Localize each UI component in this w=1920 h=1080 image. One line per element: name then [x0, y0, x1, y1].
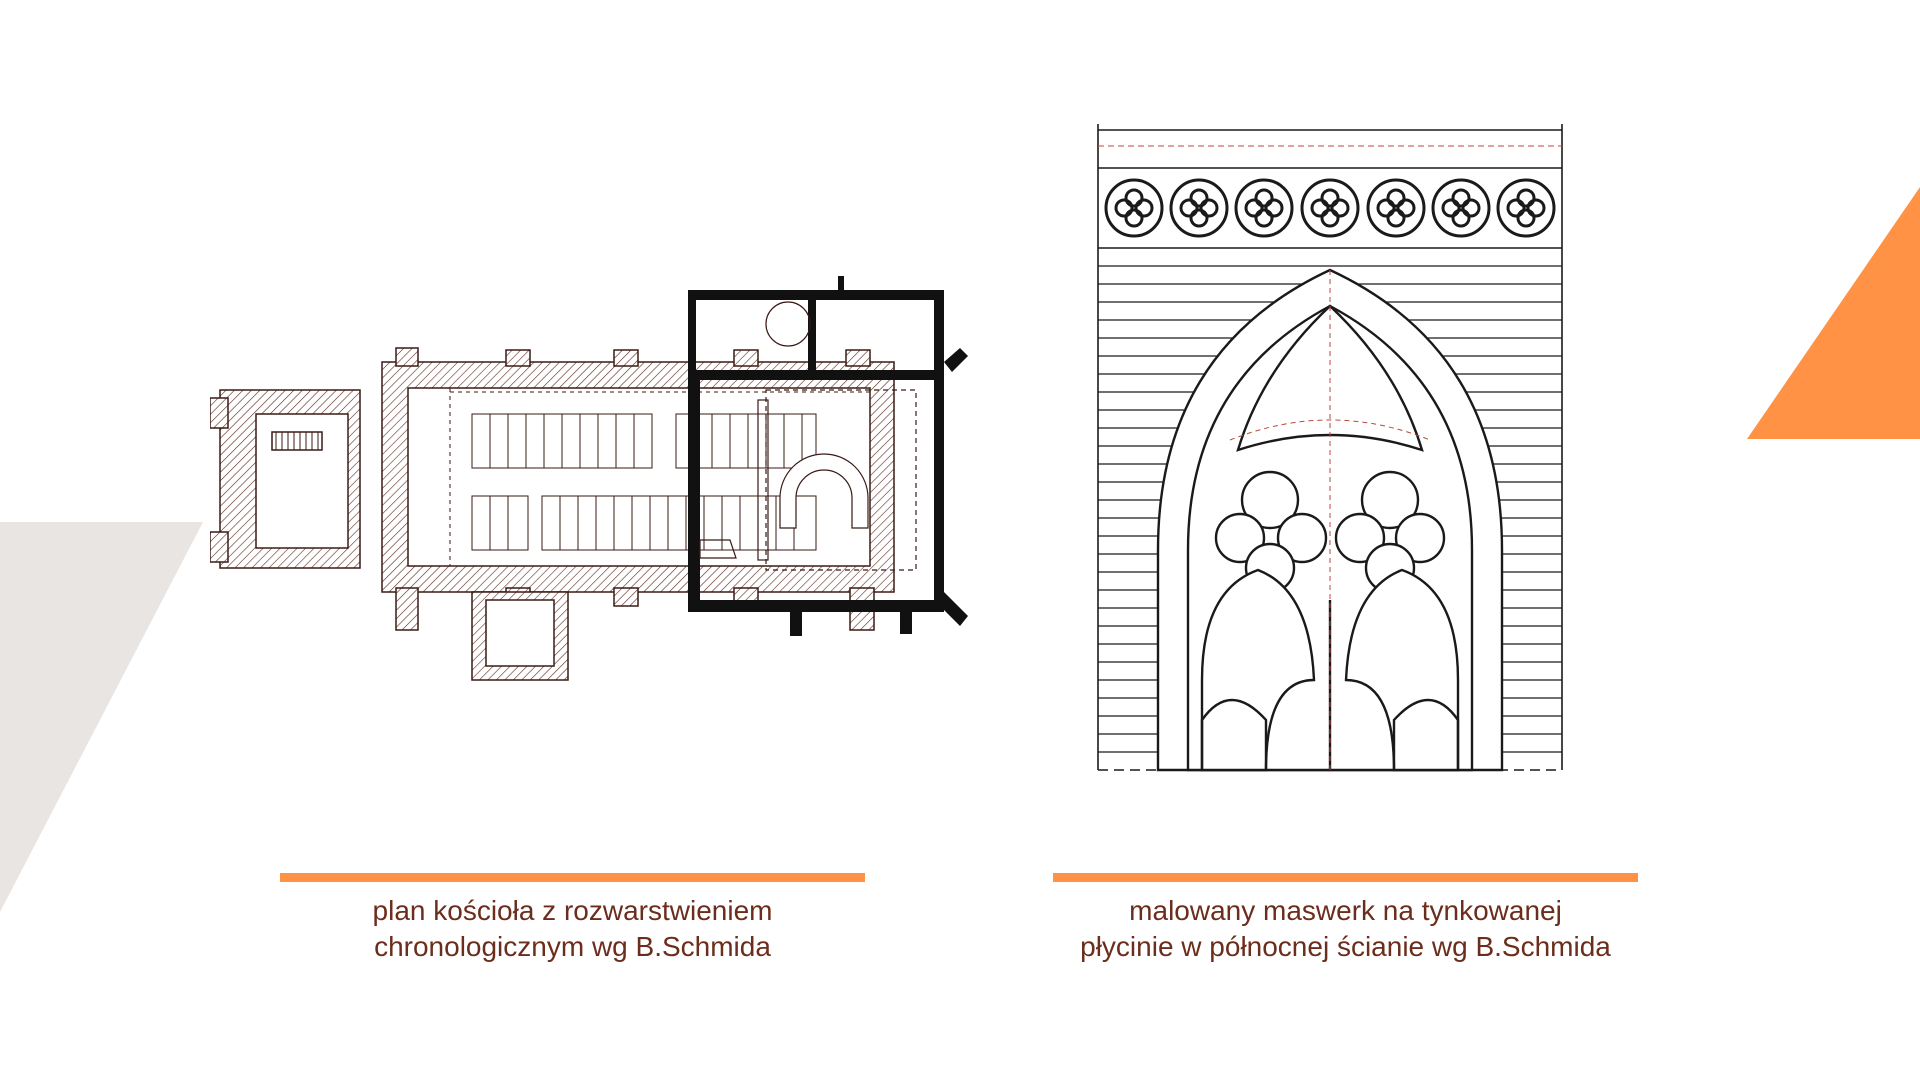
pointed-arch	[1156, 268, 1504, 772]
church-floor-plan-image	[210, 270, 1000, 690]
caption-line: płycinie w północnej ścianie wg B.Schmid…	[1080, 931, 1611, 962]
caption-rule-right	[1053, 873, 1638, 882]
pews	[471, 413, 817, 551]
caption-line: chronologicznym wg B.Schmida	[374, 931, 771, 962]
caption-tracery: malowany maswerk na tynkowanej płycinie …	[1023, 893, 1668, 965]
tower-block	[210, 389, 361, 569]
caption-rule-left	[280, 873, 865, 882]
painted-tracery-image	[1090, 120, 1570, 775]
quatrefoil-frieze	[1104, 178, 1556, 238]
chancel-interior	[699, 301, 917, 571]
orange-triangle-right	[1747, 187, 1920, 439]
gray-triangle-left	[0, 522, 203, 912]
caption-line: malowany maswerk na tynkowanej	[1129, 895, 1562, 926]
red-construction-lines	[1229, 270, 1431, 770]
caption-line: plan kościoła z rozwarstwieniem	[372, 895, 773, 926]
caption-church-plan: plan kościoła z rozwarstwieniem chronolo…	[250, 893, 895, 965]
chancel-block	[688, 276, 968, 636]
